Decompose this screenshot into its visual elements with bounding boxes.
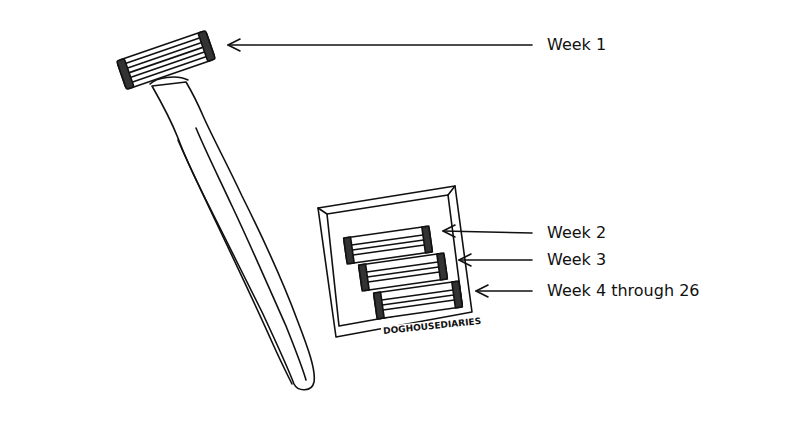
- arrow-head: [476, 285, 488, 297]
- handle-grip: [178, 140, 292, 384]
- week-label: Week 1: [547, 35, 606, 54]
- cartridge-box: [318, 186, 472, 337]
- watermark: DOGHOUSEDIARIES: [381, 315, 484, 336]
- arrow-head: [228, 39, 240, 51]
- leader-line: [476, 290, 532, 292]
- head-end: [198, 31, 215, 62]
- arrow-head: [459, 254, 471, 266]
- box-corner: [318, 208, 327, 214]
- arrow-head: [443, 225, 455, 237]
- cartridge-end: [422, 226, 433, 253]
- blade: [382, 295, 453, 305]
- leader-line: [228, 44, 532, 46]
- blade: [353, 245, 424, 255]
- cartridge-end: [344, 237, 355, 264]
- head-inner: [125, 38, 207, 83]
- handle-grip: [196, 128, 306, 380]
- week-label: Week 2: [547, 223, 606, 242]
- blade: [382, 290, 453, 300]
- blade: [383, 300, 454, 310]
- cartridge: [374, 281, 463, 319]
- blade: [130, 48, 202, 73]
- cartridge-end: [452, 281, 463, 308]
- head-frame: [117, 31, 216, 90]
- leader-line: [459, 259, 532, 261]
- cartridge-frame: [374, 281, 463, 319]
- week-label: Week 3: [547, 250, 606, 269]
- cartridge-box-inner: [327, 195, 462, 326]
- week-label: Week 4 through 26: [547, 281, 700, 300]
- cartridge-end: [359, 264, 370, 291]
- razor-handle: [152, 82, 314, 390]
- blade: [132, 52, 204, 77]
- cartridge-end: [374, 292, 385, 319]
- blade: [352, 235, 423, 245]
- blade: [367, 267, 438, 277]
- head-end: [117, 59, 134, 90]
- blade: [367, 262, 438, 272]
- cartridge-end: [437, 253, 448, 280]
- blade: [128, 43, 200, 68]
- blade: [368, 272, 439, 282]
- box-corner: [448, 186, 455, 195]
- razor-head: [117, 31, 216, 90]
- blade: [352, 240, 423, 250]
- leader-line: [443, 231, 532, 233]
